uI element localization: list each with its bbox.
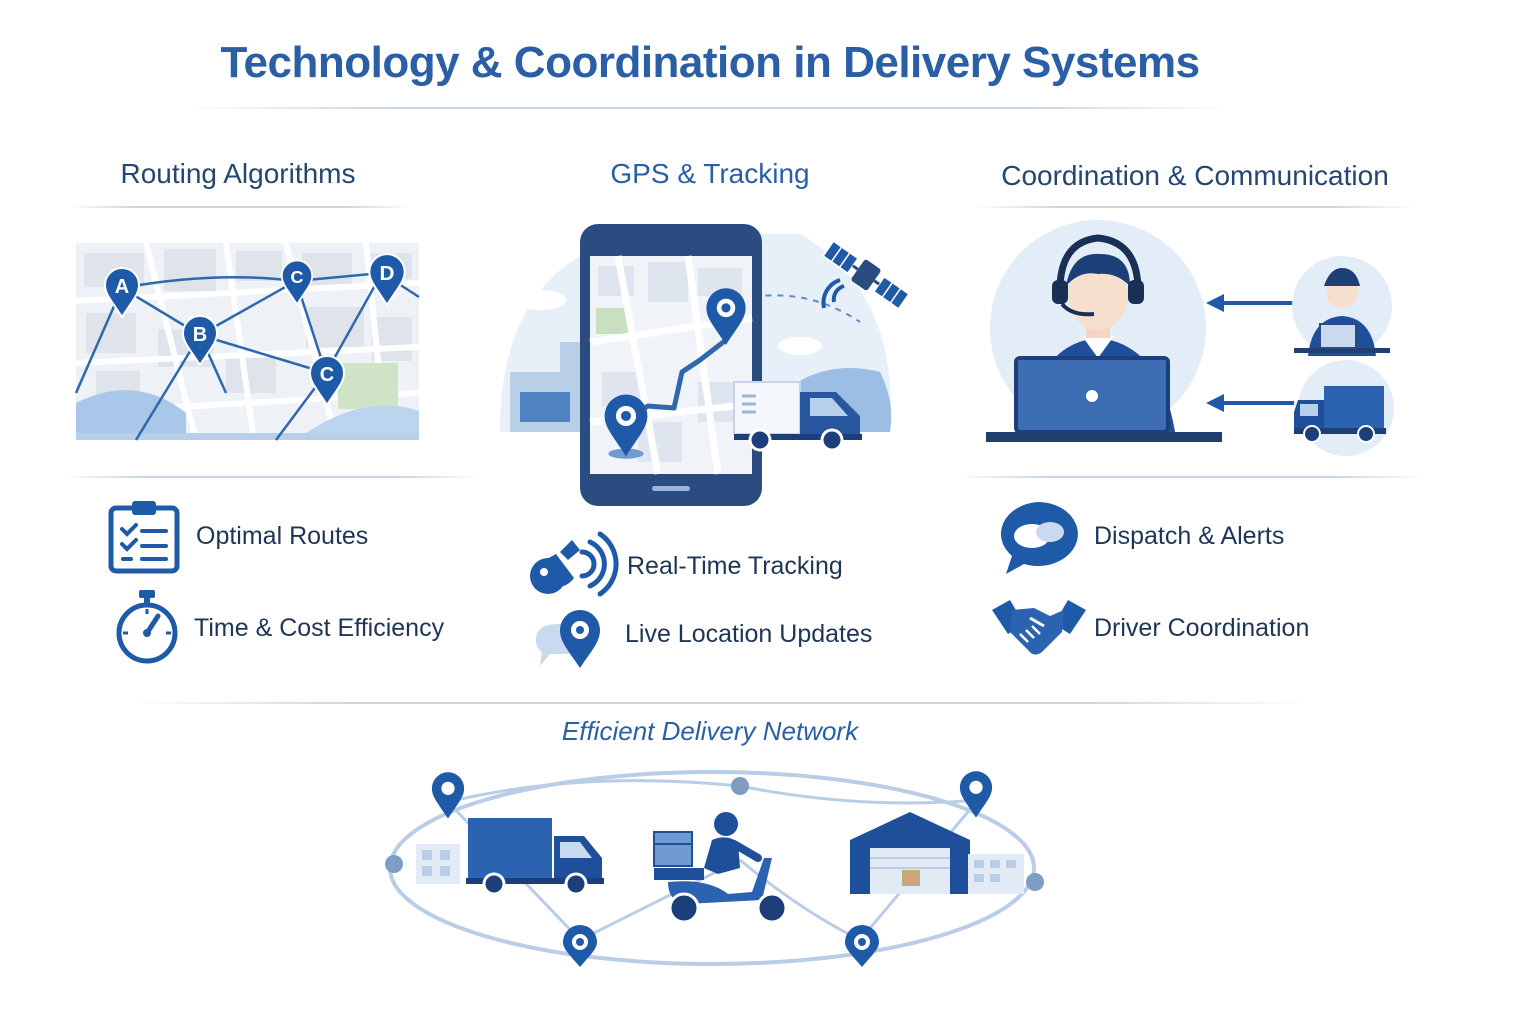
network-pin-bottom-left bbox=[563, 925, 597, 967]
network-title: Efficient Delivery Network bbox=[561, 716, 859, 746]
marker-label: B bbox=[193, 324, 207, 346]
smartphone-map bbox=[580, 224, 762, 506]
handshake-icon bbox=[992, 600, 1086, 655]
routing-section-divider bbox=[60, 476, 480, 478]
network-divider bbox=[130, 702, 1310, 704]
title-divider bbox=[190, 107, 1230, 109]
coordination-section-divider bbox=[955, 476, 1425, 478]
feature-optimal-routes: Optimal Routes bbox=[196, 522, 369, 550]
network-truck-icon bbox=[466, 818, 604, 896]
feature-real-time-tracking: Real-Time Tracking bbox=[627, 552, 843, 580]
map-marker-c-top: C bbox=[280, 259, 314, 307]
chat-bubbles-icon bbox=[1000, 502, 1078, 574]
marker-label: D bbox=[380, 262, 395, 285]
signal-broadcast-icon bbox=[530, 531, 619, 597]
feature-live-location-updates: Live Location Updates bbox=[625, 620, 873, 648]
marker-label: C bbox=[291, 267, 304, 287]
heading-routing-algorithms: Routing Algorithms bbox=[120, 158, 356, 189]
stopwatch-icon bbox=[116, 590, 178, 664]
map-marker-a: A bbox=[103, 267, 141, 319]
network-pin-top-right bbox=[959, 771, 993, 818]
origin-pin-icon bbox=[604, 394, 648, 459]
heading-coordination-communication: Coordination & Communication bbox=[1001, 160, 1389, 191]
driver-avatar-icon bbox=[1292, 256, 1392, 356]
clipboard-checklist-icon bbox=[108, 501, 180, 574]
marker-label: C bbox=[320, 364, 334, 386]
map-marker-d: D bbox=[368, 253, 406, 307]
location-chat-icon bbox=[536, 610, 600, 668]
arrow-to-dispatcher-top bbox=[1206, 294, 1294, 312]
building-left-icon bbox=[416, 844, 460, 884]
map-marker-c: C bbox=[308, 355, 346, 407]
feature-driver-coordination: Driver Coordination bbox=[1094, 614, 1310, 642]
satellite-icon bbox=[821, 240, 910, 310]
marker-label: A bbox=[115, 276, 129, 298]
delivery-truck-icon bbox=[733, 381, 862, 452]
map-marker-b: B bbox=[181, 315, 219, 367]
network-pin-bottom-right bbox=[845, 925, 879, 967]
dispatch-truck-icon bbox=[1294, 360, 1394, 456]
scooter-courier-icon bbox=[653, 812, 788, 924]
coordination-heading-divider bbox=[975, 206, 1415, 208]
routing-heading-divider bbox=[70, 206, 410, 208]
network-pin-top-left bbox=[431, 772, 465, 819]
arrow-to-dispatcher-bottom bbox=[1206, 394, 1294, 412]
dispatcher-illustration bbox=[986, 220, 1222, 442]
heading-gps-tracking: GPS & Tracking bbox=[610, 158, 810, 189]
page-title: Technology & Coordination in Delivery Sy… bbox=[220, 38, 1200, 87]
feature-dispatch-alerts: Dispatch & Alerts bbox=[1094, 522, 1285, 550]
destination-pin-icon bbox=[706, 288, 746, 345]
feature-time-cost-efficiency: Time & Cost Efficiency bbox=[194, 614, 445, 642]
warehouse-icon bbox=[850, 812, 1024, 894]
